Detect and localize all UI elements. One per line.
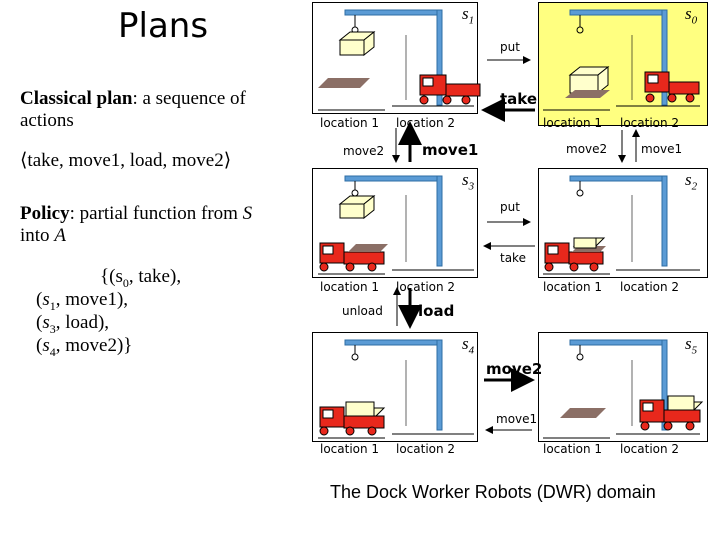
action-take-top: take: [500, 90, 538, 108]
action-unload: unload: [342, 304, 383, 318]
state-panel-s5: [538, 332, 708, 442]
s3-scene: [318, 175, 474, 275]
location-1-label: location 1: [543, 116, 603, 130]
policy-line-2: (s1, move1),: [36, 289, 129, 313]
slide-title: Plans: [118, 6, 209, 46]
crane-icon: [338, 9, 443, 106]
truck-icon: [639, 395, 704, 431]
crane-icon: [569, 175, 668, 267]
pallet-icon: [560, 408, 606, 418]
truck-icon: [319, 401, 386, 436]
s0-scene: [543, 9, 700, 111]
state-label-s4: s4: [462, 334, 475, 357]
action-move1-bottom: move1: [496, 412, 538, 426]
location-2-label: location 2: [620, 116, 680, 130]
policy-set-A: A: [54, 225, 66, 246]
policy-desc: : partial function from: [69, 203, 243, 224]
state-label-s1: s1: [462, 4, 475, 27]
location-2-label: location 2: [396, 116, 456, 130]
location-1-label: location 1: [320, 442, 380, 456]
pallet-icon: [318, 78, 370, 88]
truck-icon: [644, 71, 700, 103]
crane-icon: [569, 339, 668, 431]
location-1-label: location 1: [320, 280, 380, 294]
classical-plan-desc: : a sequence of actions: [20, 88, 246, 131]
truck-icon: [419, 74, 481, 105]
location-1-label: location 1: [543, 280, 603, 294]
state-label-s5: s5: [685, 334, 698, 357]
location-2-label: location 2: [620, 280, 680, 294]
state-label-s3: s3: [462, 170, 475, 193]
location-2-label: location 2: [396, 280, 456, 294]
location-2-label: location 2: [620, 442, 680, 456]
policy-line-3: (s3, load),: [36, 312, 110, 336]
state-label-s2: s2: [685, 170, 698, 193]
plan-sequence: ⟨take, move1, load, move2⟩: [20, 150, 232, 171]
action-take-mid: take: [500, 251, 526, 265]
crane-icon: [338, 175, 443, 267]
action-put-mid: put: [500, 200, 520, 214]
classical-plan-definition: Classical plan: a sequence of actions: [20, 88, 290, 132]
state-label-s0: s0: [685, 4, 698, 27]
truck-icon: [319, 242, 388, 272]
state-panel-s0: [538, 2, 708, 126]
classical-plan-term: Classical plan: [20, 88, 133, 109]
action-move2-right: move2: [566, 142, 608, 156]
s1-scene: [318, 9, 481, 111]
policy-into: into: [20, 225, 55, 246]
action-load: load: [418, 302, 455, 320]
s4-scene: [318, 339, 474, 439]
action-move1-mid: move1: [422, 141, 479, 159]
policy-line-1: {(s0, take),: [100, 266, 182, 290]
s5-scene: [543, 339, 704, 439]
s2-scene: [543, 175, 700, 275]
policy-set-S: S: [242, 203, 253, 224]
state-panel-s1: [312, 2, 478, 114]
domain-caption: The Dock Worker Robots (DWR) domain: [330, 482, 656, 502]
location-1-label: location 1: [320, 116, 380, 130]
location-1-label: location 1: [543, 442, 603, 456]
container-icon: [565, 65, 610, 98]
action-move1-right: move1: [641, 142, 683, 156]
action-move2-left: move2: [343, 144, 385, 158]
policy-line-4: (s4, move2)}: [36, 335, 133, 359]
location-2-label: location 2: [396, 442, 456, 456]
truck-icon: [544, 237, 606, 272]
crane-icon: [569, 9, 668, 106]
policy-term: Policy: [20, 203, 70, 224]
action-move2-bottom: move2: [486, 360, 543, 378]
crane-icon: [344, 339, 443, 431]
action-put-top: put: [500, 40, 520, 54]
